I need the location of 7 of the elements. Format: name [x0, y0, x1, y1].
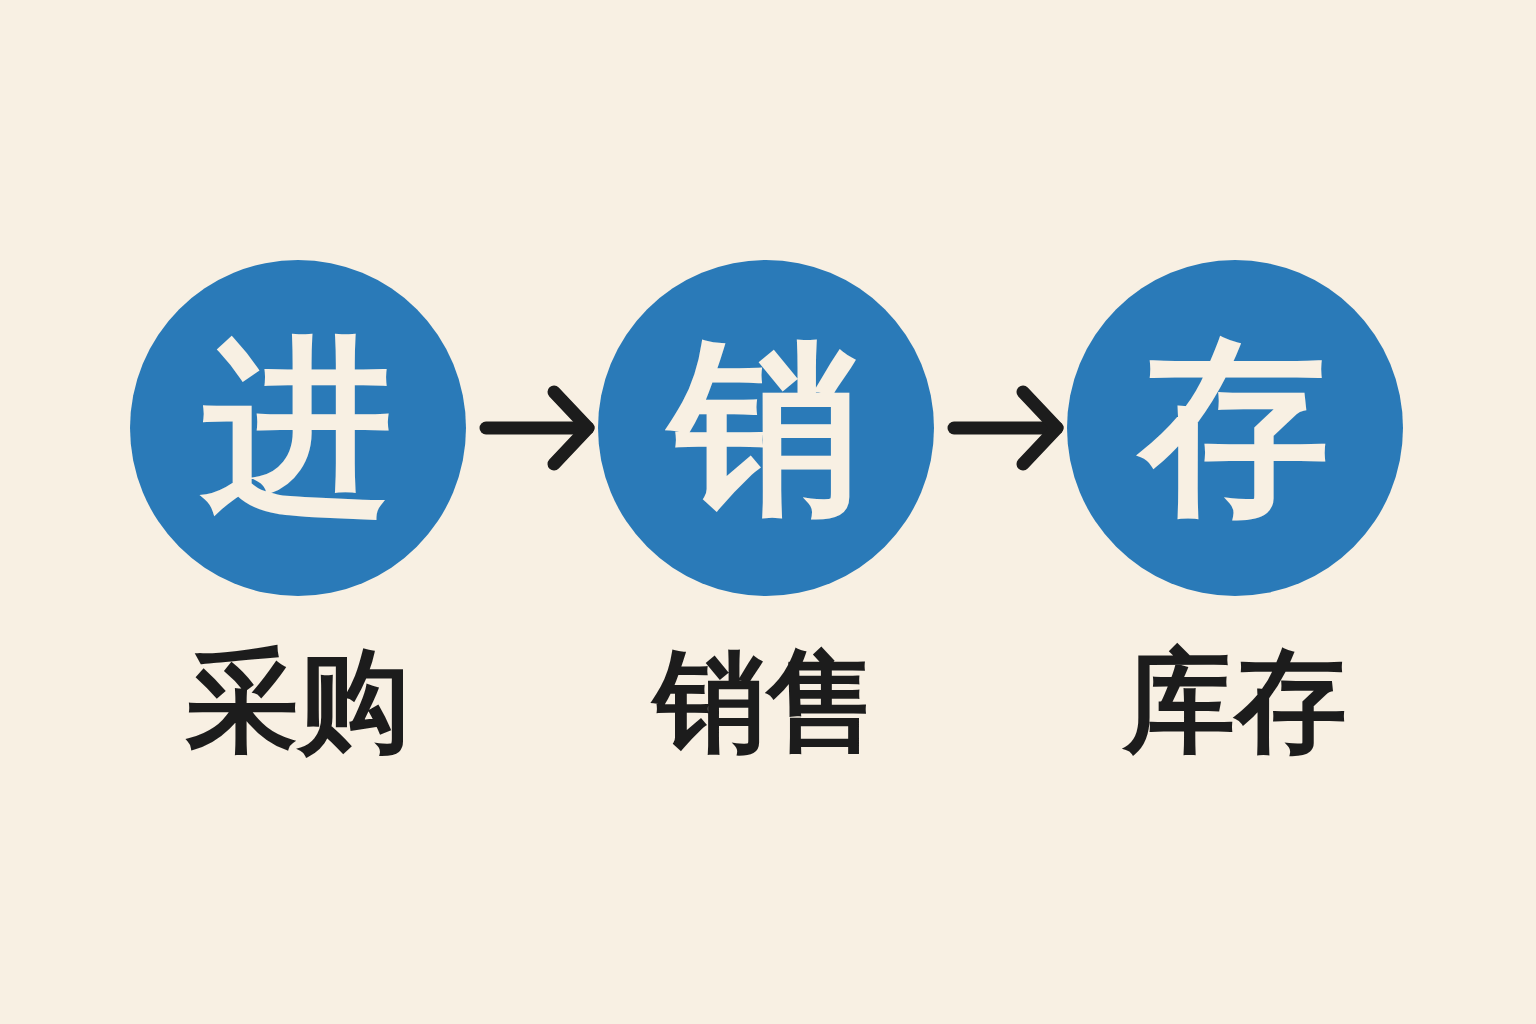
node-label: 库存: [1123, 636, 1347, 766]
node-label: 采购: [186, 636, 410, 766]
process-circle: 存: [1067, 260, 1403, 596]
arrow: [479, 385, 595, 471]
arrow: [947, 385, 1064, 471]
process-circle: 进: [130, 260, 466, 596]
process-circle: 销: [598, 260, 934, 596]
